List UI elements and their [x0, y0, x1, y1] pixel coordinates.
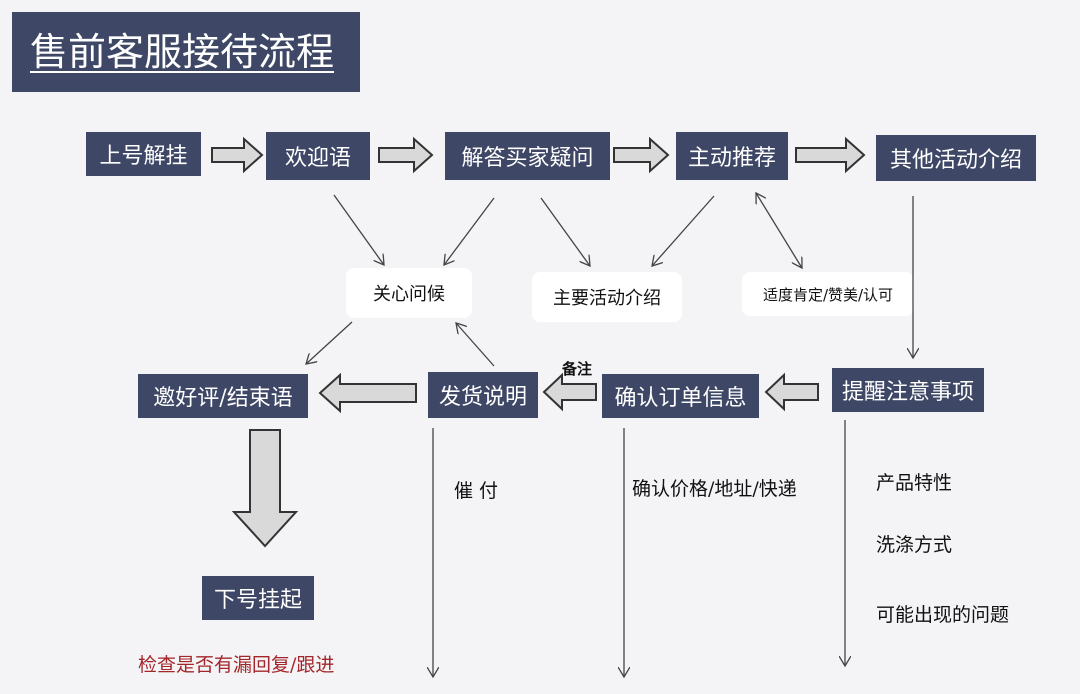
node-confirm-order: 确认订单信息 [602, 374, 759, 418]
note-remark: 备注 [562, 360, 593, 378]
block-arrow-7 [318, 372, 417, 414]
note-confirm-details: 确认价格/地址/快递 [632, 478, 797, 500]
node-logout: 下号挂起 [202, 576, 314, 620]
block-arrow-2 [378, 136, 434, 174]
block-arrow-6 [542, 372, 597, 412]
node-answer-questions: 解答买家疑问 [445, 132, 610, 180]
pill-main-activity: 主要活动介绍 [532, 272, 682, 322]
pill-care-greeting: 关心问候 [346, 268, 472, 318]
block-arrow-3 [613, 136, 670, 174]
page-title: 售前客服接待流程 [12, 12, 360, 92]
node-recommend: 主动推荐 [676, 132, 788, 180]
pill-praise: 适度肯定/赞美/认可 [742, 272, 914, 316]
block-arrow-5 [764, 372, 819, 412]
node-reminder: 提醒注意事项 [832, 368, 984, 412]
note-washing: 洗涤方式 [876, 534, 953, 556]
node-shipping-note: 发货说明 [428, 372, 538, 418]
note-check-reply: 检查是否有漏回复/跟进 [138, 654, 335, 676]
node-shanghao: 上号解挂 [86, 132, 201, 176]
node-other-activity: 其他活动介绍 [876, 135, 1036, 181]
note-product-features: 产品特性 [876, 472, 953, 494]
node-welcome: 欢迎语 [266, 132, 370, 180]
block-arrow-4 [795, 136, 866, 174]
big-down-arrow [231, 429, 299, 548]
note-urge-payment: 催 付 [454, 480, 499, 502]
note-possible-issues: 可能出现的问题 [876, 604, 1010, 626]
node-good-review: 邀好评/结束语 [138, 374, 308, 418]
block-arrow-1 [211, 136, 264, 174]
